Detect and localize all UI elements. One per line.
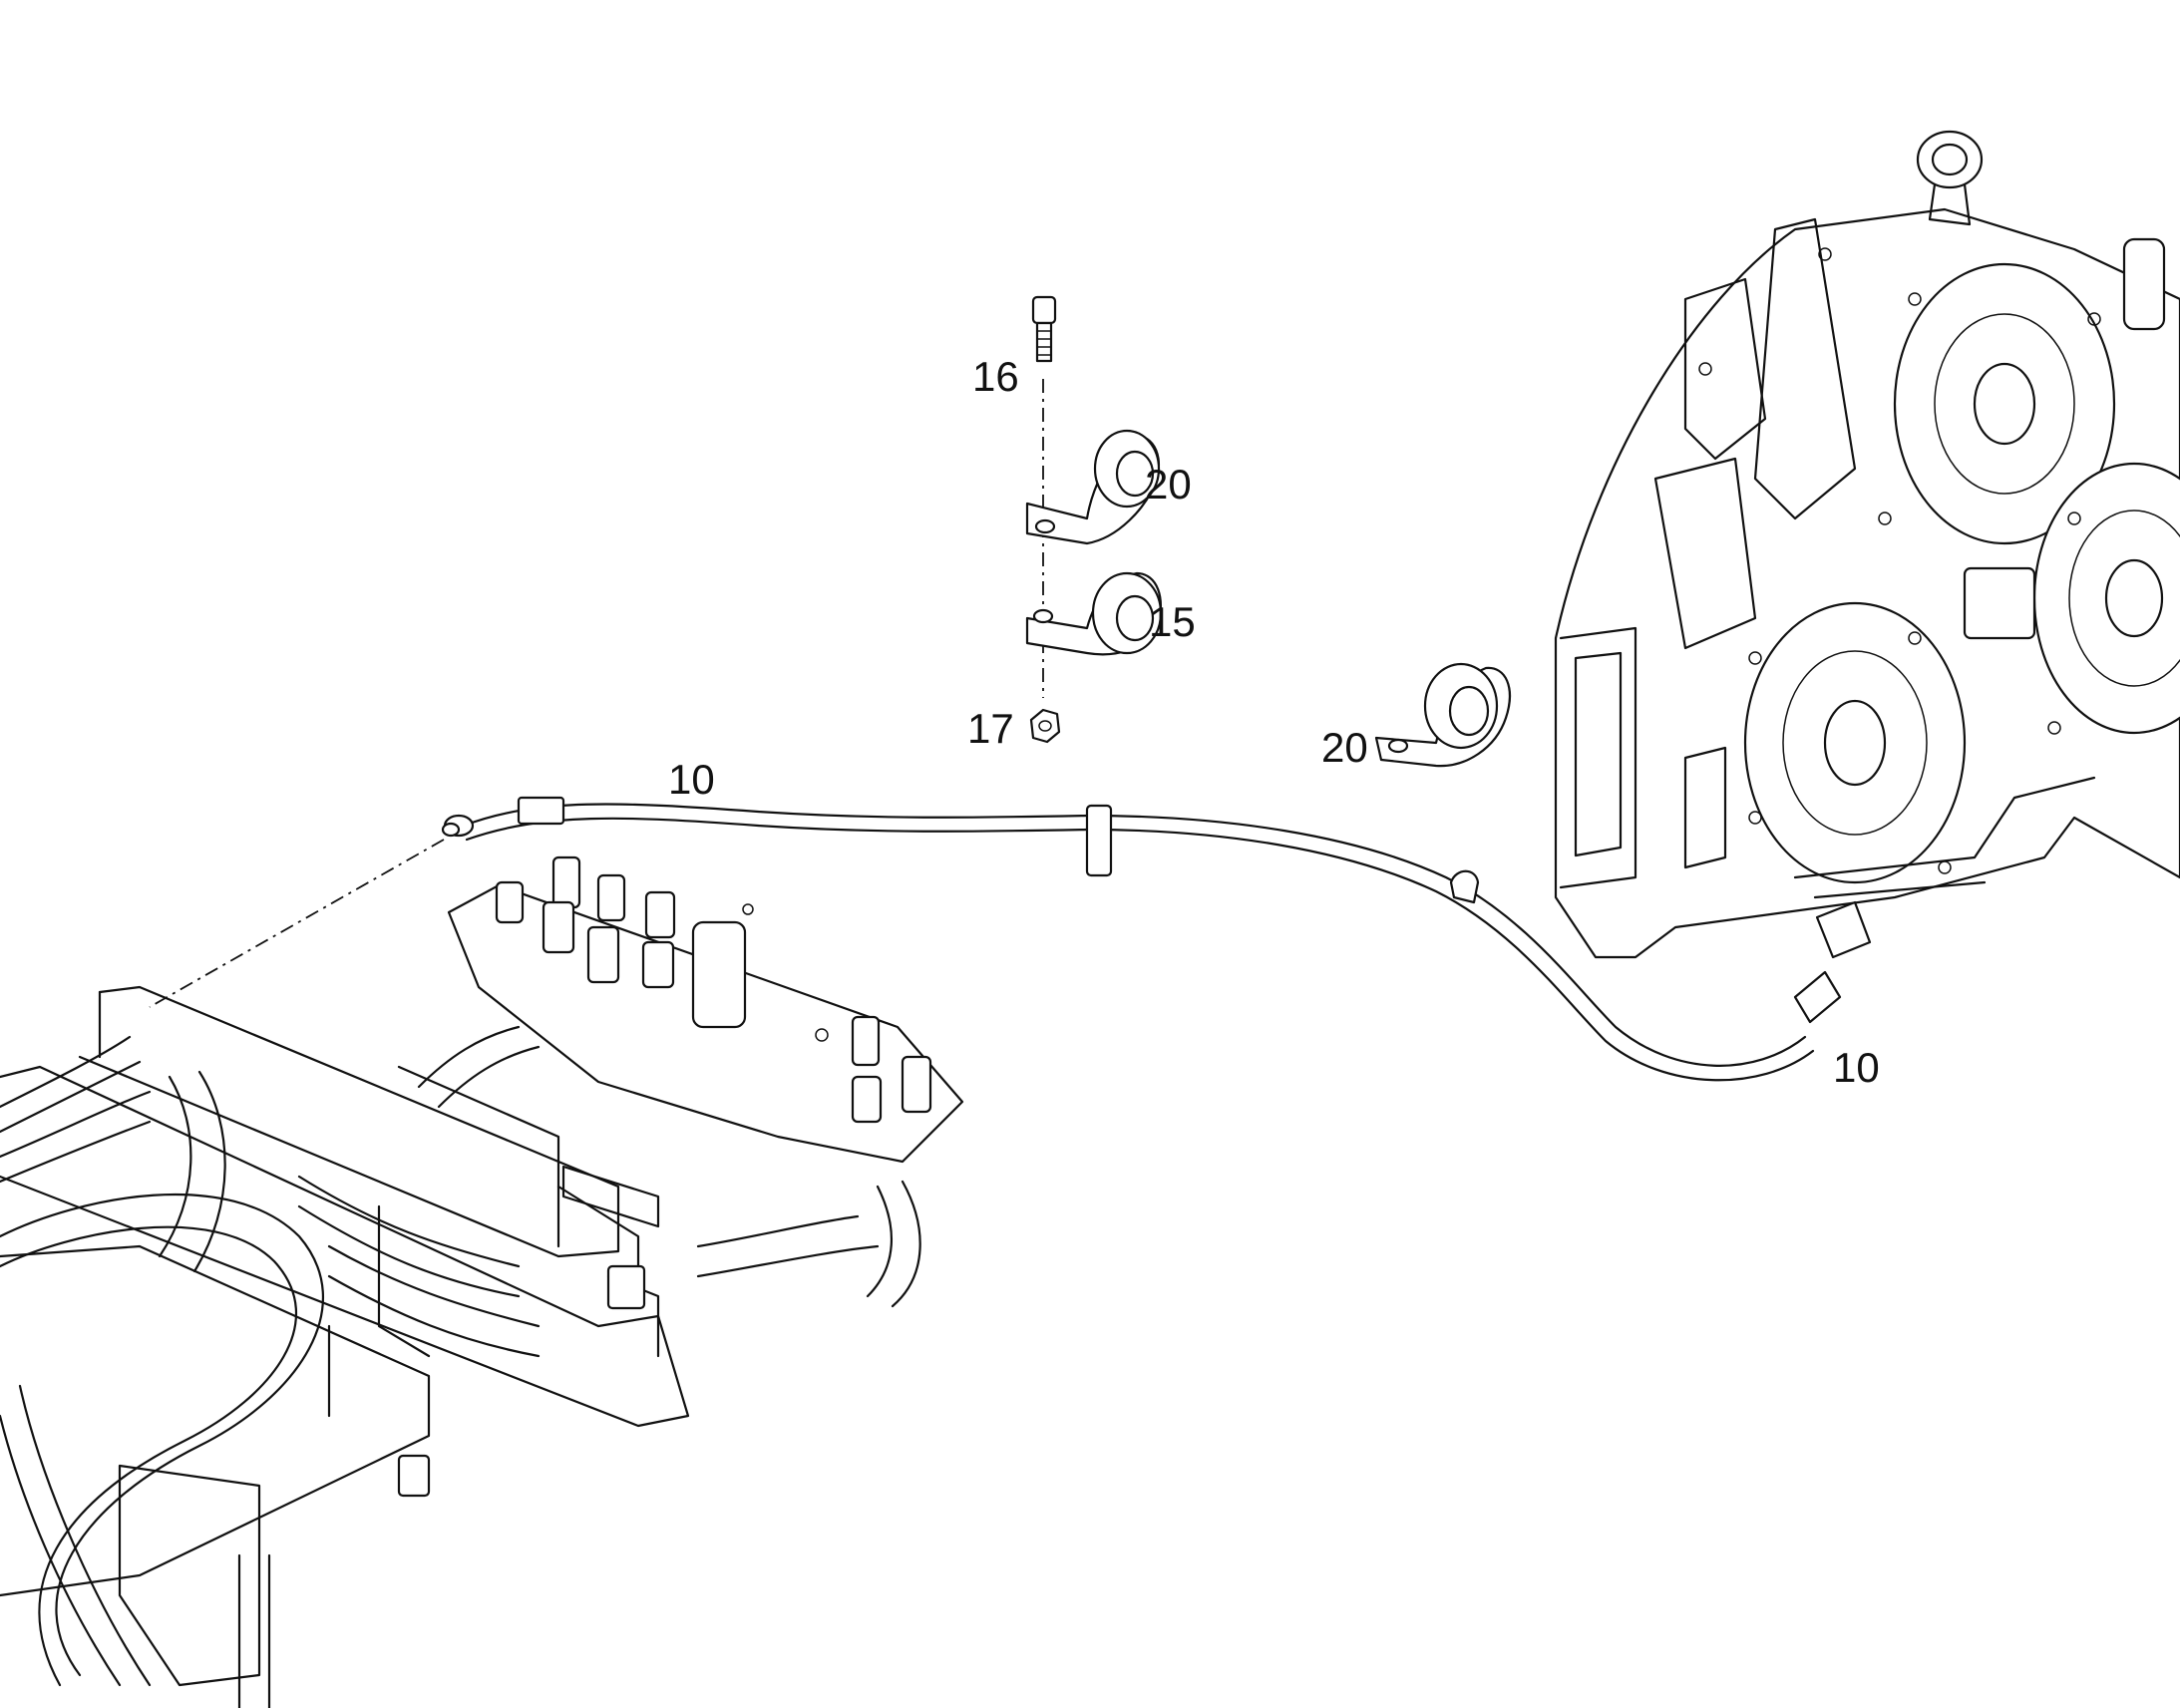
fastener-stack (1025, 295, 1163, 744)
hose-clamp-mid (1085, 804, 1113, 877)
clamp-20-loose-part (1374, 662, 1511, 768)
callout-hose-top: 10 (668, 756, 715, 803)
drive-disc-upper (1893, 262, 2116, 545)
nut-17-part (1029, 708, 1061, 744)
callout-bolt: 16 (972, 353, 1019, 400)
manifold-frame-assembly (0, 855, 964, 1708)
drive-disc-lower (1743, 601, 1967, 884)
bolt-16-part (1031, 295, 1057, 363)
leader-line-hose-to-plate (149, 839, 445, 1008)
hose-clamp-right (1449, 869, 1480, 904)
housing-bolt-ring (1698, 247, 2101, 874)
gearbox-housing (1554, 130, 2180, 959)
clamp-15-lower-part (1025, 571, 1163, 656)
plate-fitting-group (495, 855, 932, 1124)
clamp-20-upper-part (1025, 429, 1161, 545)
callout-clamp-loose: 20 (1321, 724, 1368, 771)
callout-nut: 17 (967, 705, 1014, 752)
callout-hose-right: 10 (1833, 1044, 1880, 1091)
callout-clamp-lower: 15 (1149, 598, 1196, 645)
drive-disc-right (2032, 462, 2180, 735)
callout-clamp-upper: 20 (1145, 461, 1192, 508)
hydraulic-hose-10 (441, 796, 1842, 1082)
